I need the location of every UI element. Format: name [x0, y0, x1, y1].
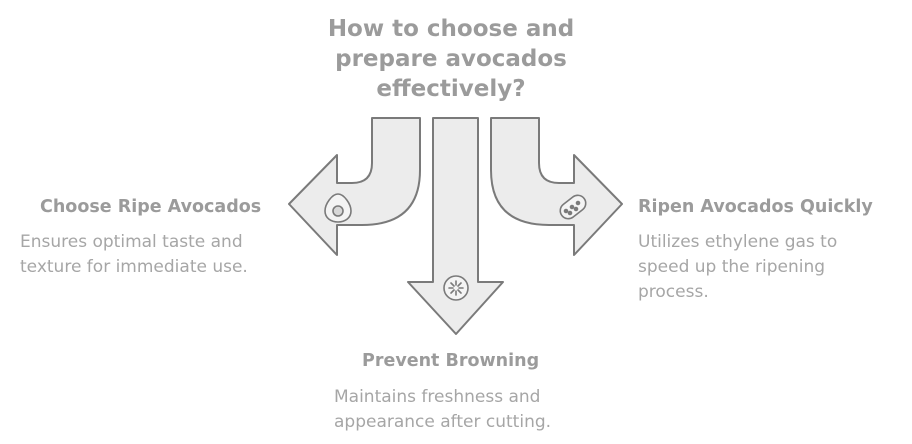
avocado-icon: [324, 193, 352, 223]
option-desc-ripen-quickly-line3: process.: [638, 282, 709, 302]
option-label-prevent-browning: Prevent Browning: [362, 351, 540, 371]
option-label-choose-ripe: Choose Ripe Avocados: [40, 197, 262, 217]
option-desc-choose-ripe-line1: Ensures optimal taste and: [20, 232, 243, 252]
diagram-title: How to choose and prepare avocados effec…: [327, 16, 575, 102]
arrow-left: [288, 117, 421, 256]
paper-bag-icon: [559, 194, 587, 220]
option-desc-prevent-browning-line2: appearance after cutting.: [334, 412, 552, 432]
arrow-right: [490, 117, 623, 256]
option-label-ripen-quickly: Ripen Avocados Quickly: [638, 197, 873, 217]
option-desc-ripen-quickly-line2: speed up the ripening: [638, 257, 826, 277]
option-desc-prevent-browning-line1: Maintains freshness and: [334, 387, 541, 407]
lemon-slice-icon: [443, 275, 469, 301]
option-desc-ripen-quickly-line1: Utilizes ethylene gas to: [638, 232, 838, 252]
option-desc-choose-ripe-line2: texture for immediate use.: [20, 257, 248, 277]
arrow-down: [407, 117, 504, 335]
